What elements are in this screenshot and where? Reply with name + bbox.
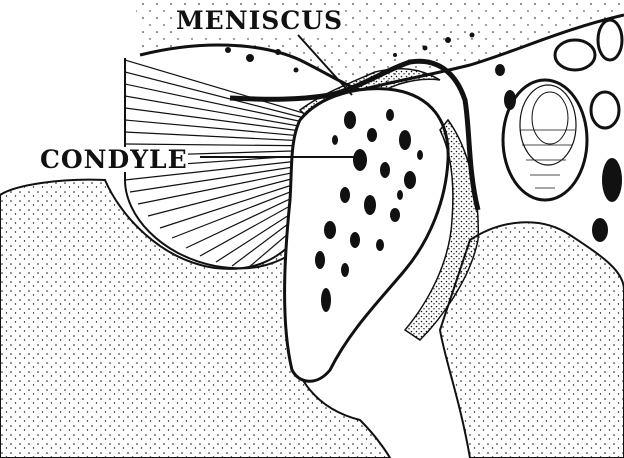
meniscus-label: MENISCUS — [176, 8, 343, 33]
posterior-bone — [440, 222, 624, 458]
condyle-label: CONDYLE — [40, 147, 188, 172]
